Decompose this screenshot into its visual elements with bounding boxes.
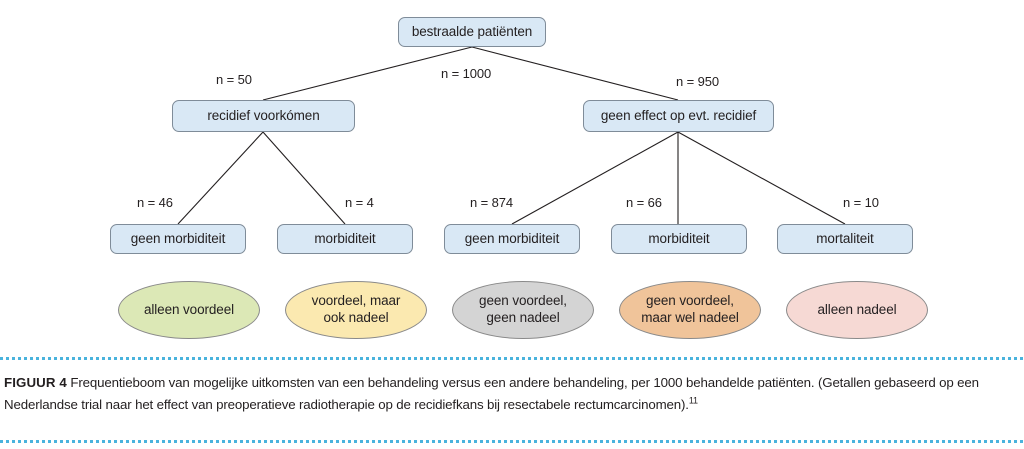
edge-label-geen-effect: n = 950 [676, 74, 720, 89]
node-label: mortaliteit [816, 230, 874, 246]
node-label: geen effect op evt. recidief [600, 107, 757, 123]
outcome-alleen-voordeel[interactable]: alleen voordeel [118, 281, 260, 339]
tree-diagram: bestraalde patiënten n = 1000 recidief v… [110, 17, 928, 339]
edge-layer [177, 46, 846, 225]
outcome-alleen-nadeel[interactable]: alleen nadeel [786, 281, 928, 339]
figure-number-label: FIGUUR 4 [4, 375, 67, 390]
outcome-line-1: alleen voordeel [143, 301, 235, 317]
node-geen-morbiditeit-left[interactable]: geen morbiditeit [110, 224, 246, 254]
figure-reference-superscript: 11 [688, 395, 698, 406]
node-geen-effect-op-evt-recidief[interactable]: geen effect op evt. recidief [583, 100, 774, 132]
outcome-line-1: voordeel, maar [311, 293, 401, 309]
outcome-label: geen voordeel, geen nadeel [479, 293, 567, 327]
node-recidief-voorkomen[interactable]: recidief voorkómen [172, 100, 355, 132]
outcome-geen-voordeel-maar-wel-nadeel[interactable]: geen voordeel, maar wel nadeel [619, 281, 761, 339]
node-morbiditeit-left[interactable]: morbiditeit [277, 224, 413, 254]
edge-label-recidief-voorkomen: n = 50 [216, 72, 252, 87]
figure-caption: FIGUUR 4 Frequentieboom van mogelijke ui… [4, 372, 1020, 415]
outcome-label: alleen nadeel [817, 302, 896, 319]
figure-caption-body: Frequentieboom van mogelijke uitkomsten … [4, 375, 979, 412]
node-label: recidief voorkómen [207, 107, 320, 123]
node-label: bestraalde patiënten [411, 23, 533, 39]
edge-root-to-recidief-voorkomen [262, 46, 473, 101]
outcome-line-2: maar wel nadeel [641, 310, 739, 325]
node-label: geen morbiditeit [130, 230, 226, 246]
outcome-line-2: ook nadeel [323, 310, 389, 325]
outcome-label: geen voordeel, maar wel nadeel [641, 293, 739, 327]
node-morbiditeit-right[interactable]: morbiditeit [611, 224, 747, 254]
node-bestraalde-patienten[interactable]: bestraalde patiënten [398, 17, 546, 47]
node-label: geen morbiditeit [464, 230, 560, 246]
outcome-line-2: geen nadeel [486, 310, 560, 325]
edge-recidief-to-geen-morbiditeit [177, 131, 264, 225]
outcome-geen-voordeel-geen-nadeel[interactable]: geen voordeel, geen nadeel [452, 281, 594, 339]
node-label: morbiditeit [314, 230, 376, 246]
caption-rule-bottom [0, 440, 1024, 443]
edge-geeneffect-to-geen-morbiditeit [511, 131, 679, 225]
outcome-line-1: alleen nadeel [817, 301, 897, 317]
edge-geeneffect-to-mortaliteit [677, 131, 846, 225]
edge-label-geen-morbiditeit-right: n = 874 [470, 195, 514, 210]
edge-recidief-to-morbiditeit [262, 131, 346, 225]
figure-caption-block: FIGUUR 4 Frequentieboom van mogelijke ui… [0, 352, 1024, 449]
outcome-label: voordeel, maar ook nadeel [312, 293, 401, 327]
outcome-label: alleen voordeel [144, 302, 234, 319]
node-geen-morbiditeit-right[interactable]: geen morbiditeit [444, 224, 580, 254]
node-mortaliteit[interactable]: mortaliteit [777, 224, 913, 254]
edge-label-morbiditeit-left: n = 4 [345, 195, 374, 210]
outcome-voordeel-maar-ook-nadeel[interactable]: voordeel, maar ook nadeel [285, 281, 427, 339]
node-label: morbiditeit [648, 230, 710, 246]
outcome-line-1: geen voordeel, [646, 293, 734, 309]
edge-label-root: n = 1000 [441, 66, 492, 81]
edge-label-morbiditeit-right: n = 66 [626, 195, 662, 210]
edge-root-to-geen-effect [471, 46, 679, 101]
caption-rule-top [0, 357, 1024, 360]
edge-label-geen-morbiditeit-left: n = 46 [137, 195, 173, 210]
outcome-line-1: geen voordeel, [479, 293, 567, 309]
edge-label-mortaliteit: n = 10 [843, 195, 879, 210]
